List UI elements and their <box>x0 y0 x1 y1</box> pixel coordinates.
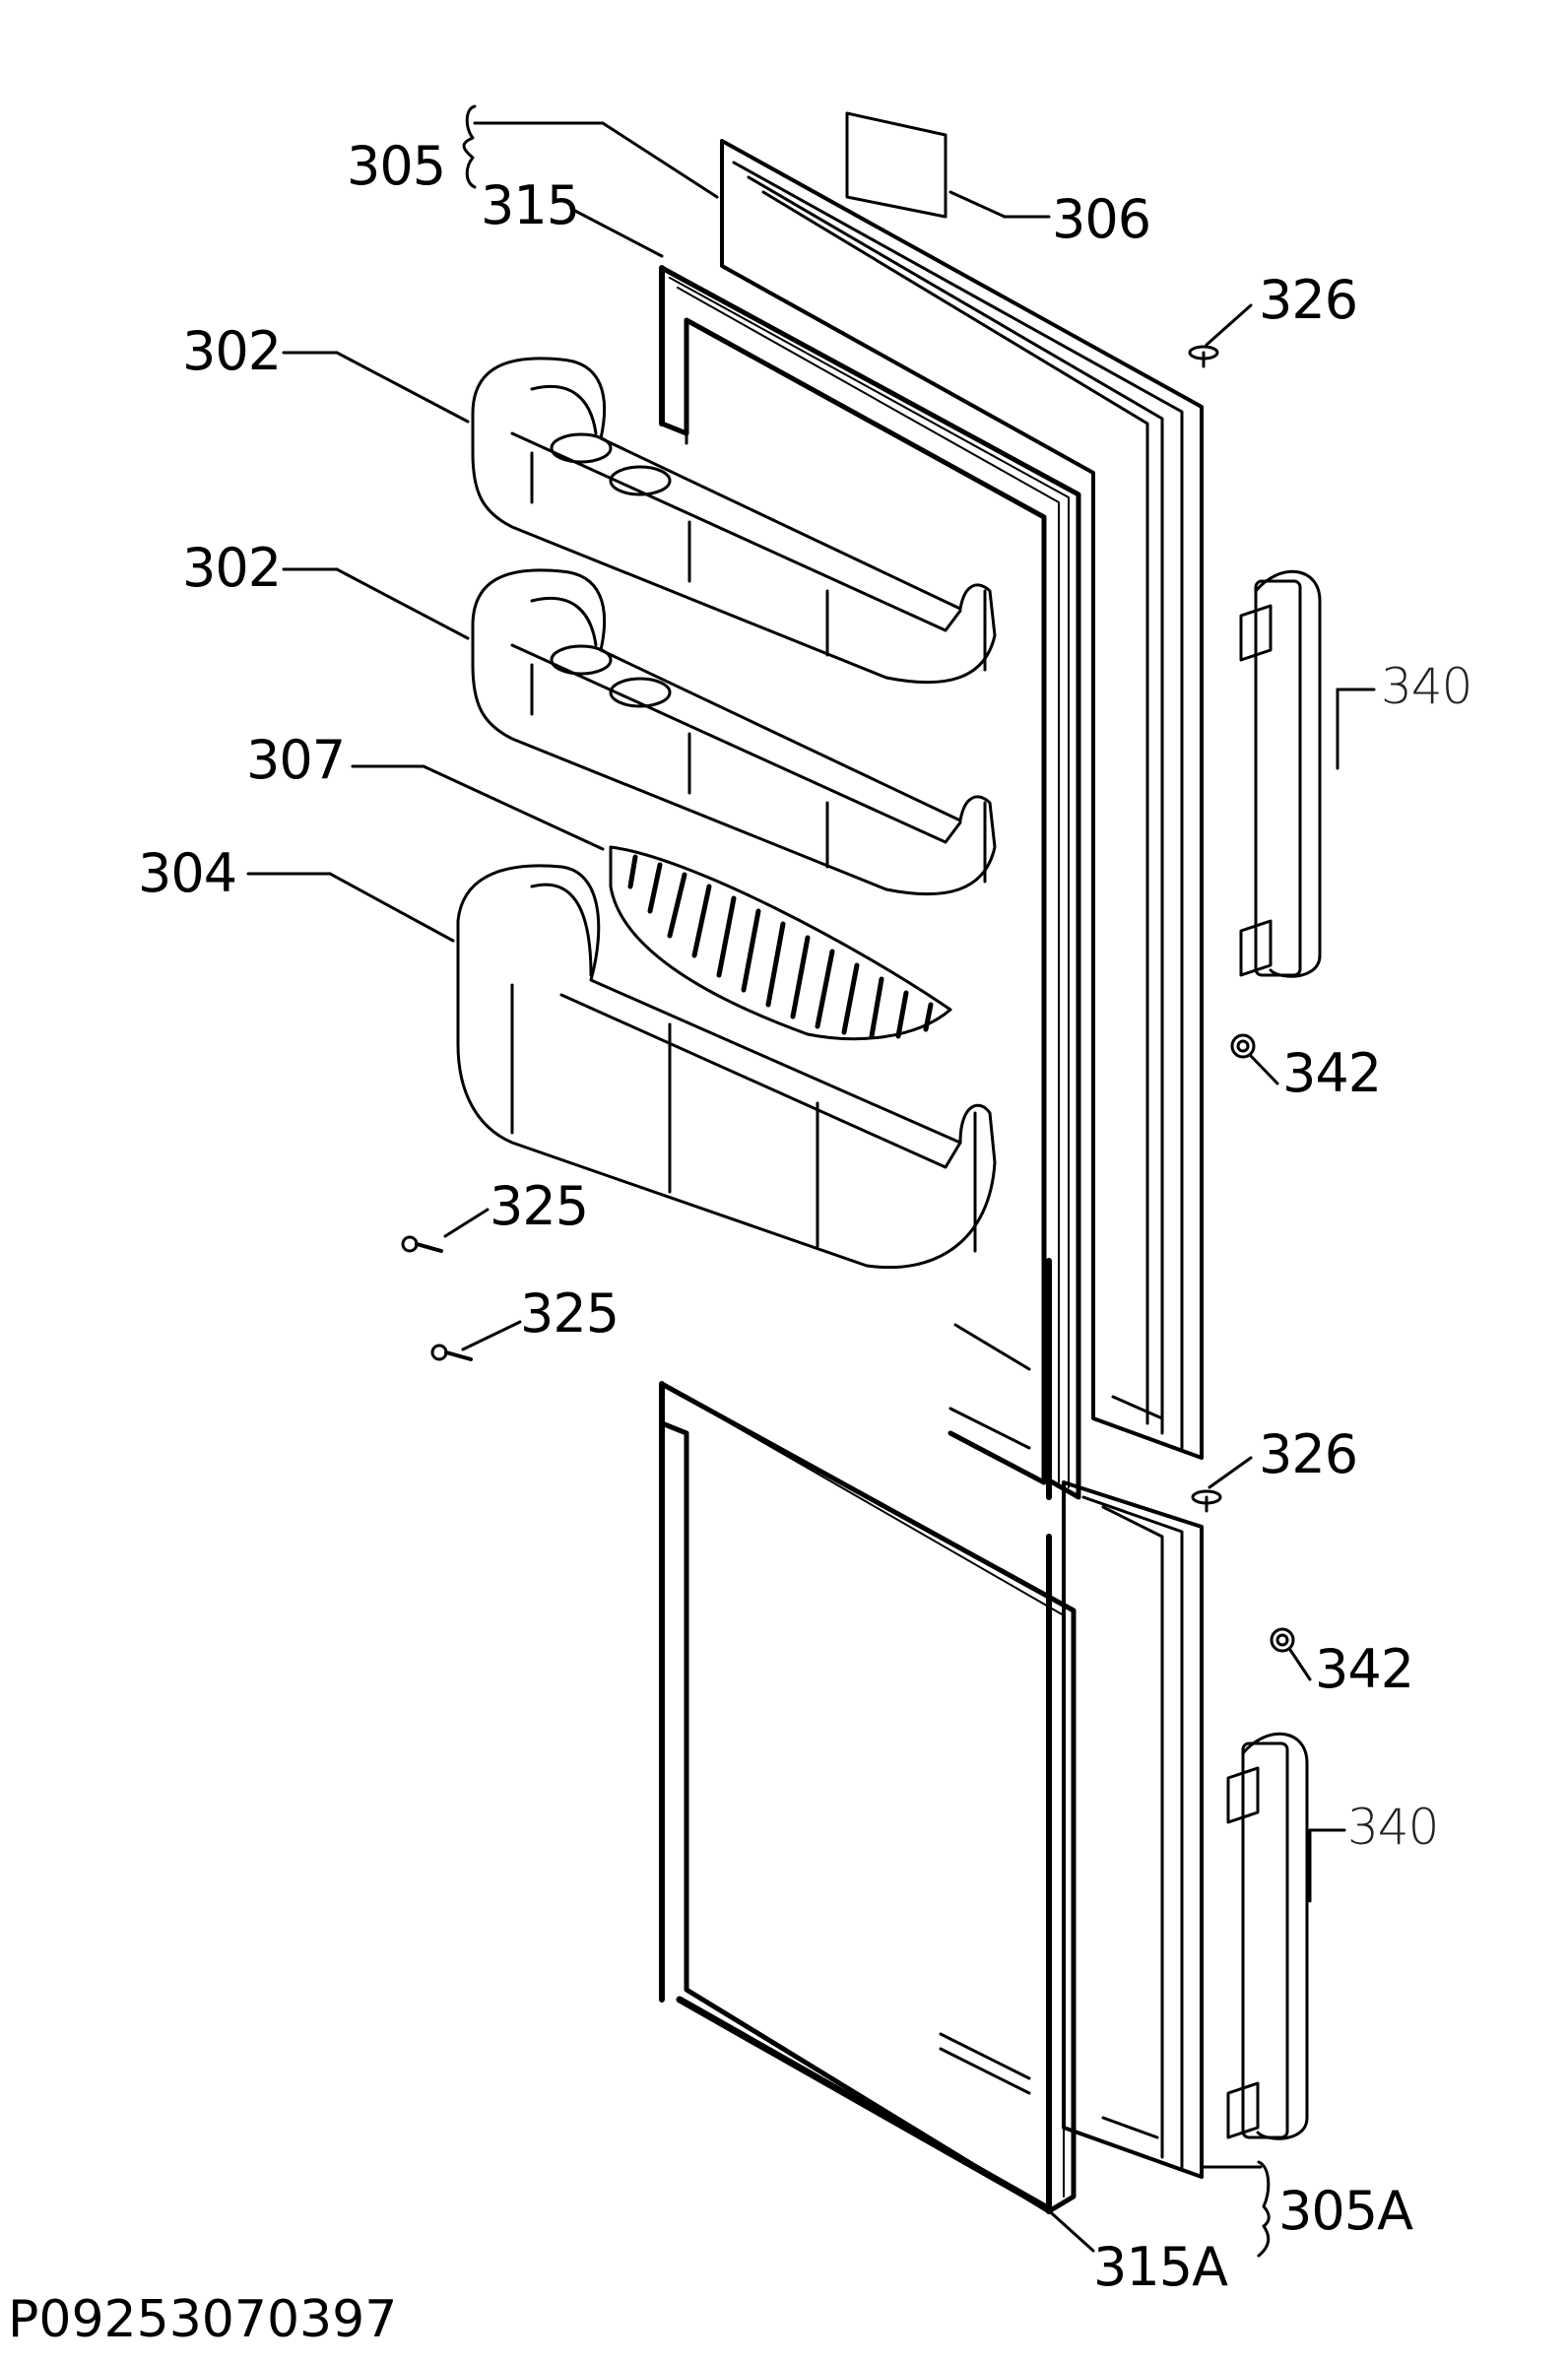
callout-326-bottom: 326 <box>1259 1423 1358 1485</box>
callout-305: 305 <box>347 135 446 197</box>
callout-340-lower: 340 <box>1347 1799 1439 1856</box>
callout-305A: 305A <box>1278 2180 1413 2242</box>
callout-304: 304 <box>138 842 237 904</box>
callout-325-lower: 325 <box>520 1282 620 1345</box>
door-shelf-upper <box>471 357 997 685</box>
hinge-pin-bottom <box>1191 1489 1222 1513</box>
screw-upper <box>401 1235 443 1253</box>
upper-door-panel <box>720 139 1204 1460</box>
callout-342-upper: 342 <box>1282 1042 1382 1104</box>
lower-door-panel <box>1062 1480 1204 2179</box>
door-bin-large <box>456 864 997 1270</box>
handle-cap-upper <box>1230 1033 1256 1059</box>
callout-307: 307 <box>246 729 346 791</box>
handle-cap-lower <box>1270 1627 1295 1653</box>
door-shelf-middle <box>471 568 997 896</box>
callout-326-top: 326 <box>1259 269 1358 331</box>
bottle-guard-striped <box>609 845 952 1041</box>
callout-325-upper: 325 <box>490 1175 589 1237</box>
callout-342-lower: 342 <box>1315 1638 1414 1700</box>
callout-340-upper: 340 <box>1381 658 1472 715</box>
callout-315A: 315A <box>1093 2236 1228 2298</box>
callout-302-middle: 302 <box>182 537 282 599</box>
leader-lines <box>246 104 1376 2258</box>
callout-306: 306 <box>1052 188 1151 250</box>
rating-label-plate <box>845 111 947 219</box>
drawing-id: P09253070397 <box>8 2290 398 2349</box>
callout-302-upper: 302 <box>182 320 282 382</box>
handle-upper <box>1239 569 1322 978</box>
handle-lower <box>1226 1732 1309 2140</box>
callout-315: 315 <box>481 174 580 236</box>
screw-lower <box>430 1344 473 1361</box>
lower-door-gasket <box>659 1381 1077 2214</box>
hinge-pin-top <box>1188 345 1219 368</box>
upper-door-gasket <box>659 265 1081 1500</box>
